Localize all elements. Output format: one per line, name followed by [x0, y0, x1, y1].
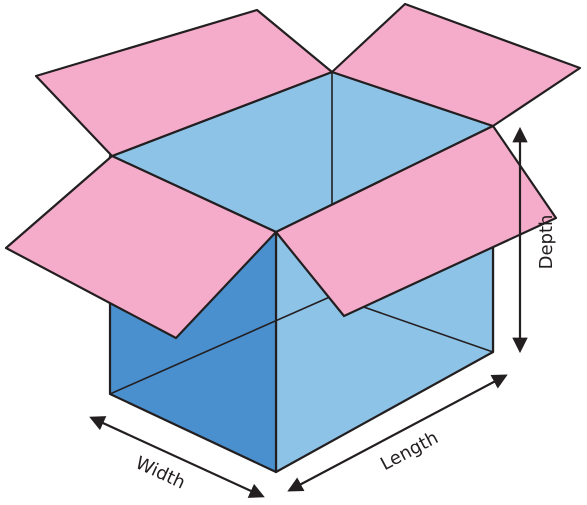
length-arrow: [287, 374, 508, 492]
front-right-flap: [274, 124, 558, 318]
width-arrow: [89, 416, 265, 498]
length-label: Length: [377, 427, 442, 475]
back-right-flap: [330, 2, 582, 128]
depth-label: Depth: [536, 215, 557, 270]
front-left-flap: [4, 154, 278, 340]
interior-edge-bottom-left: [109, 295, 333, 395]
